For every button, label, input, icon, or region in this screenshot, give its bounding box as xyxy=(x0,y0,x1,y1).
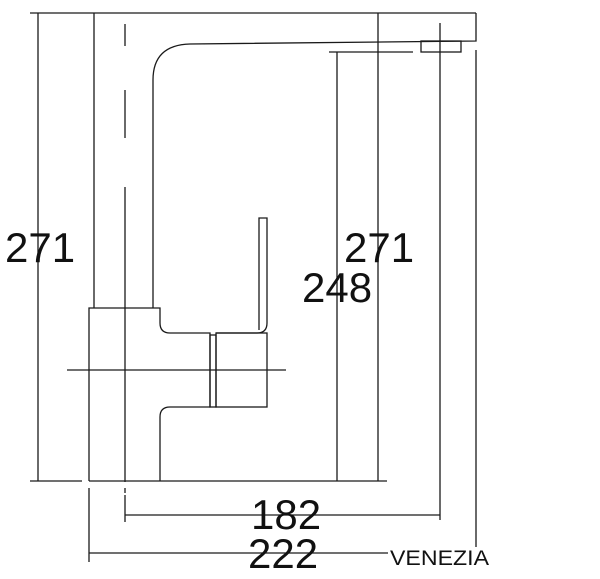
dim-label-reach: 182 xyxy=(251,491,321,538)
faucet-outline xyxy=(30,12,477,493)
dim-label-height-left: 271 xyxy=(5,224,75,271)
cartridge-connector xyxy=(209,334,217,408)
model-name: VENEZIA xyxy=(390,547,489,570)
faucet-body xyxy=(88,307,211,481)
dim-label-outlet-height: 248 xyxy=(302,264,372,311)
spout-outline xyxy=(152,13,477,308)
dim-label-height-right: 271 xyxy=(344,224,414,271)
lever-handle xyxy=(216,217,268,334)
dim-label-depth: 222 xyxy=(248,530,318,577)
aerator xyxy=(420,40,462,53)
dimension-lines xyxy=(37,13,477,562)
